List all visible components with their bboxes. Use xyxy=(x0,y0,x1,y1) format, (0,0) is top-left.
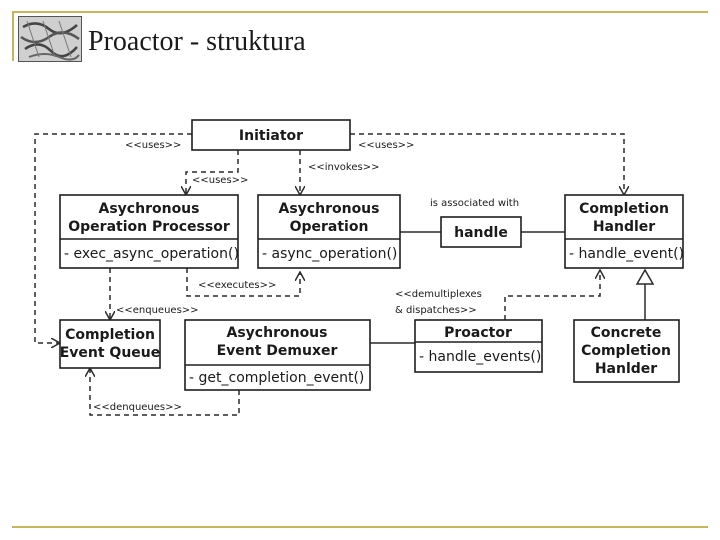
class-concrete-completion-handler: Concrete Completion Hanlder xyxy=(573,319,680,383)
ornamental-logo-icon xyxy=(18,16,82,62)
class-completion-handler: Completion Handler - handle_event() xyxy=(564,194,684,269)
dequeues-line xyxy=(90,368,240,416)
executes-label: <<executes>> xyxy=(198,280,276,291)
executes-line xyxy=(186,268,300,297)
demultiplexes-label-2: & dispatches>> xyxy=(395,305,477,316)
initiator-title: Initiator xyxy=(239,128,303,144)
generalization-triangle xyxy=(635,268,655,285)
enqueues-label: <<enqueues>> xyxy=(116,305,199,316)
handle-title: handle xyxy=(454,225,508,241)
handler-title-2: Handler xyxy=(593,219,655,235)
uses-left-line xyxy=(34,133,192,343)
demuxer-title-2: Event Demuxer xyxy=(217,343,338,359)
invokes-label: <<invokes>> xyxy=(308,162,379,173)
class-async-operation-processor: Asychronous Operation Processor - exec_a… xyxy=(59,194,239,269)
concrete-title-1: Concrete xyxy=(591,325,662,341)
processor-title-2: Operation Processor xyxy=(68,219,230,235)
dequeues-label: <<denqueues>> xyxy=(93,402,182,413)
demultiplexes-line xyxy=(504,270,600,320)
uses-processor-line xyxy=(186,150,239,195)
class-proactor: Proactor - handle_events() xyxy=(414,319,543,373)
class-async-operation: Asychronous Operation - async_operation(… xyxy=(257,194,401,269)
processor-operation: - exec_async_operation() xyxy=(64,246,239,262)
queue-title-1: Completion xyxy=(65,327,155,343)
uses-processor-label: <<uses>> xyxy=(192,175,248,186)
proactor-title: Proactor xyxy=(444,325,512,341)
proactor-operation: - handle_events() xyxy=(419,349,541,365)
concrete-title-2: Completion xyxy=(581,343,671,359)
bottom-rule xyxy=(12,526,708,528)
concrete-title-3: Hanlder xyxy=(595,361,657,377)
operation-title-2: Operation xyxy=(290,219,369,235)
class-initiator: Initiator xyxy=(191,119,351,151)
handler-title-1: Completion xyxy=(579,201,669,217)
demuxer-title-1: Asychronous xyxy=(227,325,328,341)
demultiplexes-label-1: <<demultiplexes xyxy=(395,289,482,300)
operation-title-1: Asychronous xyxy=(279,201,380,217)
left-rule xyxy=(12,11,14,61)
processor-title-1: Asychronous xyxy=(99,201,200,217)
class-completion-event-queue: Completion Event Queue xyxy=(59,319,161,369)
operation-operation: - async_operation() xyxy=(262,246,397,262)
uses-right-line xyxy=(350,133,624,195)
class-async-event-demuxer: Asychronous Event Demuxer - get_completi… xyxy=(184,319,371,391)
queue-title-2: Event Queue xyxy=(60,345,161,361)
demuxer-operation: - get_completion_event() xyxy=(189,370,364,386)
slide-title: Proactor - struktura xyxy=(88,26,306,57)
uses-left-label: <<uses>> xyxy=(125,140,181,151)
associated-label: is associated with xyxy=(430,198,519,209)
class-handle: handle xyxy=(440,216,522,248)
uses-right-label: <<uses>> xyxy=(358,140,414,151)
top-rule xyxy=(12,11,708,13)
handler-operation: - handle_event() xyxy=(569,246,684,262)
